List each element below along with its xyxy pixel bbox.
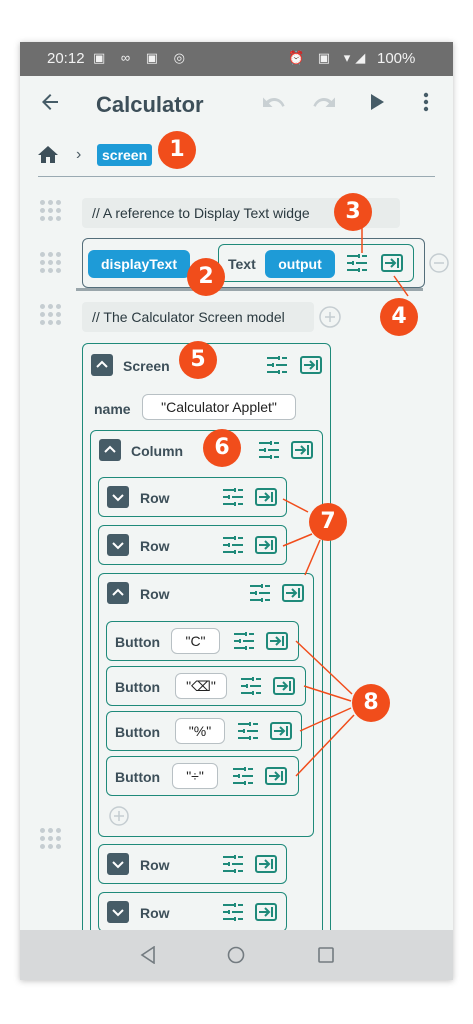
divider bbox=[38, 176, 435, 177]
drag-handle-icon[interactable] bbox=[40, 252, 62, 276]
button-label: Button bbox=[115, 679, 161, 695]
screen-name-field[interactable]: "Calculator Applet" bbox=[142, 394, 296, 420]
exit-to-box-icon[interactable] bbox=[282, 584, 304, 602]
text-widget-label: Text bbox=[228, 256, 256, 272]
notification-icons: ▣ ∞ ▣ ◎ bbox=[93, 50, 192, 65]
drag-handle-icon[interactable] bbox=[40, 828, 62, 852]
callout-badge: 2 bbox=[187, 258, 225, 296]
remove-circle-icon[interactable] bbox=[429, 253, 449, 273]
breadcrumb: › screen bbox=[20, 142, 453, 174]
expand-more-icon[interactable] bbox=[107, 901, 129, 923]
nav-recents-icon[interactable] bbox=[317, 946, 335, 964]
status-time: 20:12 bbox=[47, 50, 85, 67]
expand-more-icon[interactable] bbox=[107, 853, 129, 875]
expand-more-icon[interactable] bbox=[107, 534, 129, 556]
row-label: Row bbox=[140, 538, 170, 554]
expand-more-icon[interactable] bbox=[107, 486, 129, 508]
column-label: Column bbox=[131, 443, 184, 459]
tune-icon[interactable] bbox=[223, 536, 243, 554]
exit-to-box-icon[interactable] bbox=[255, 536, 277, 554]
play-icon[interactable] bbox=[367, 92, 387, 112]
exit-to-box-icon[interactable] bbox=[266, 632, 288, 650]
row-block[interactable] bbox=[98, 477, 287, 517]
comment-block[interactable]: // The Calculator Screen model bbox=[82, 302, 314, 332]
tune-icon[interactable] bbox=[267, 356, 287, 374]
nav-back-icon[interactable] bbox=[140, 946, 156, 964]
tune-icon[interactable] bbox=[241, 677, 261, 695]
system-nav-bar bbox=[20, 930, 453, 980]
row-block-expanded[interactable] bbox=[98, 573, 314, 837]
home-icon[interactable] bbox=[38, 146, 58, 164]
exit-to-box-icon[interactable] bbox=[381, 254, 403, 272]
callout-badge: 1 bbox=[158, 131, 196, 169]
exit-to-box-icon[interactable] bbox=[291, 441, 313, 459]
tune-icon[interactable] bbox=[223, 855, 243, 873]
callout-badge: 6 bbox=[203, 429, 241, 467]
button-text-field[interactable]: "⌫" bbox=[175, 673, 227, 699]
row-label: Row bbox=[140, 586, 170, 602]
app-bar: Calculator bbox=[20, 76, 453, 132]
row-block[interactable] bbox=[98, 844, 287, 884]
page-title: Calculator bbox=[96, 92, 204, 117]
nav-home-icon[interactable] bbox=[227, 946, 245, 964]
tune-icon[interactable] bbox=[238, 722, 258, 740]
tune-icon[interactable] bbox=[223, 903, 243, 921]
tune-icon[interactable] bbox=[347, 254, 367, 272]
button-text-field[interactable]: "÷" bbox=[172, 763, 218, 789]
back-arrow-icon[interactable] bbox=[38, 90, 62, 114]
drag-handle-icon[interactable] bbox=[40, 200, 62, 224]
callout-badge: 8 bbox=[352, 684, 390, 722]
drag-handle-icon[interactable] bbox=[40, 304, 62, 328]
exit-to-box-icon[interactable] bbox=[255, 488, 277, 506]
redo-icon[interactable] bbox=[312, 92, 336, 112]
undo-icon[interactable] bbox=[262, 92, 286, 112]
row-label: Row bbox=[140, 490, 170, 506]
callout-badge: 7 bbox=[309, 503, 347, 541]
callout-badge: 3 bbox=[334, 193, 372, 231]
display-text-reference-block[interactable] bbox=[82, 238, 425, 288]
battery-level: 100% bbox=[377, 50, 416, 67]
drop-indicator bbox=[76, 288, 423, 291]
exit-to-box-icon[interactable] bbox=[265, 767, 287, 785]
tune-icon[interactable] bbox=[259, 441, 279, 459]
expand-less-icon[interactable] bbox=[91, 354, 113, 376]
breadcrumb-current[interactable]: screen bbox=[97, 144, 153, 166]
tune-icon[interactable] bbox=[223, 488, 243, 506]
button-label: Button bbox=[115, 769, 161, 785]
parameter-chip[interactable]: output bbox=[265, 250, 335, 278]
exit-to-box-icon[interactable] bbox=[270, 722, 292, 740]
exit-to-box-icon[interactable] bbox=[273, 677, 295, 695]
row-label: Row bbox=[140, 857, 170, 873]
button-label: Button bbox=[115, 634, 161, 650]
tune-icon[interactable] bbox=[233, 767, 253, 785]
phone-screen: 20:12 ▣ ∞ ▣ ◎ ⏰ ▣ ▾◢ 100% Calculator › s… bbox=[20, 42, 453, 980]
button-text-field[interactable]: "%" bbox=[175, 718, 225, 744]
button-label: Button bbox=[115, 724, 161, 740]
tune-icon[interactable] bbox=[234, 632, 254, 650]
add-circle-icon[interactable] bbox=[319, 306, 341, 328]
variable-name-chip[interactable]: displayText bbox=[88, 250, 190, 278]
status-bar: 20:12 ▣ ∞ ▣ ◎ ⏰ ▣ ▾◢ 100% bbox=[20, 42, 453, 76]
exit-to-box-icon[interactable] bbox=[300, 356, 322, 374]
expand-less-icon[interactable] bbox=[107, 582, 129, 604]
exit-to-box-icon[interactable] bbox=[255, 855, 277, 873]
add-circle-icon[interactable] bbox=[109, 806, 129, 826]
system-icons: ⏰ ▣ ▾◢ bbox=[288, 50, 371, 65]
breadcrumb-chevron-icon: › bbox=[76, 146, 82, 163]
tune-icon[interactable] bbox=[250, 584, 270, 602]
more-vert-icon[interactable] bbox=[420, 90, 432, 114]
callout-badge: 5 bbox=[179, 341, 217, 379]
callout-badge: 4 bbox=[380, 298, 418, 336]
exit-to-box-icon[interactable] bbox=[255, 903, 277, 921]
name-param-label: name bbox=[94, 401, 131, 417]
screen-label: Screen bbox=[123, 358, 170, 374]
button-text-field[interactable]: "C" bbox=[171, 628, 220, 654]
expand-less-icon[interactable] bbox=[99, 439, 121, 461]
row-label: Row bbox=[140, 905, 170, 921]
